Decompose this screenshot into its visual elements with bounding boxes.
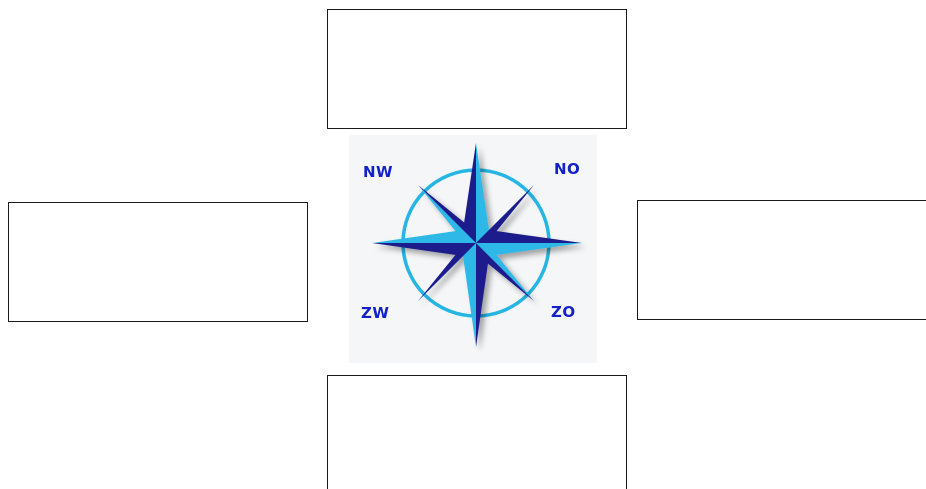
label-southeast: ZO bbox=[551, 305, 576, 320]
south-answer-box[interactable] bbox=[327, 375, 627, 489]
east-answer-box[interactable] bbox=[637, 200, 926, 320]
label-northwest: NW bbox=[363, 165, 393, 180]
label-southwest: ZW bbox=[361, 306, 389, 321]
west-answer-box[interactable] bbox=[8, 202, 308, 322]
label-northeast: NO bbox=[554, 162, 580, 177]
north-answer-box[interactable] bbox=[327, 9, 627, 129]
compass-rose-image: NW NO ZW ZO bbox=[349, 135, 597, 363]
